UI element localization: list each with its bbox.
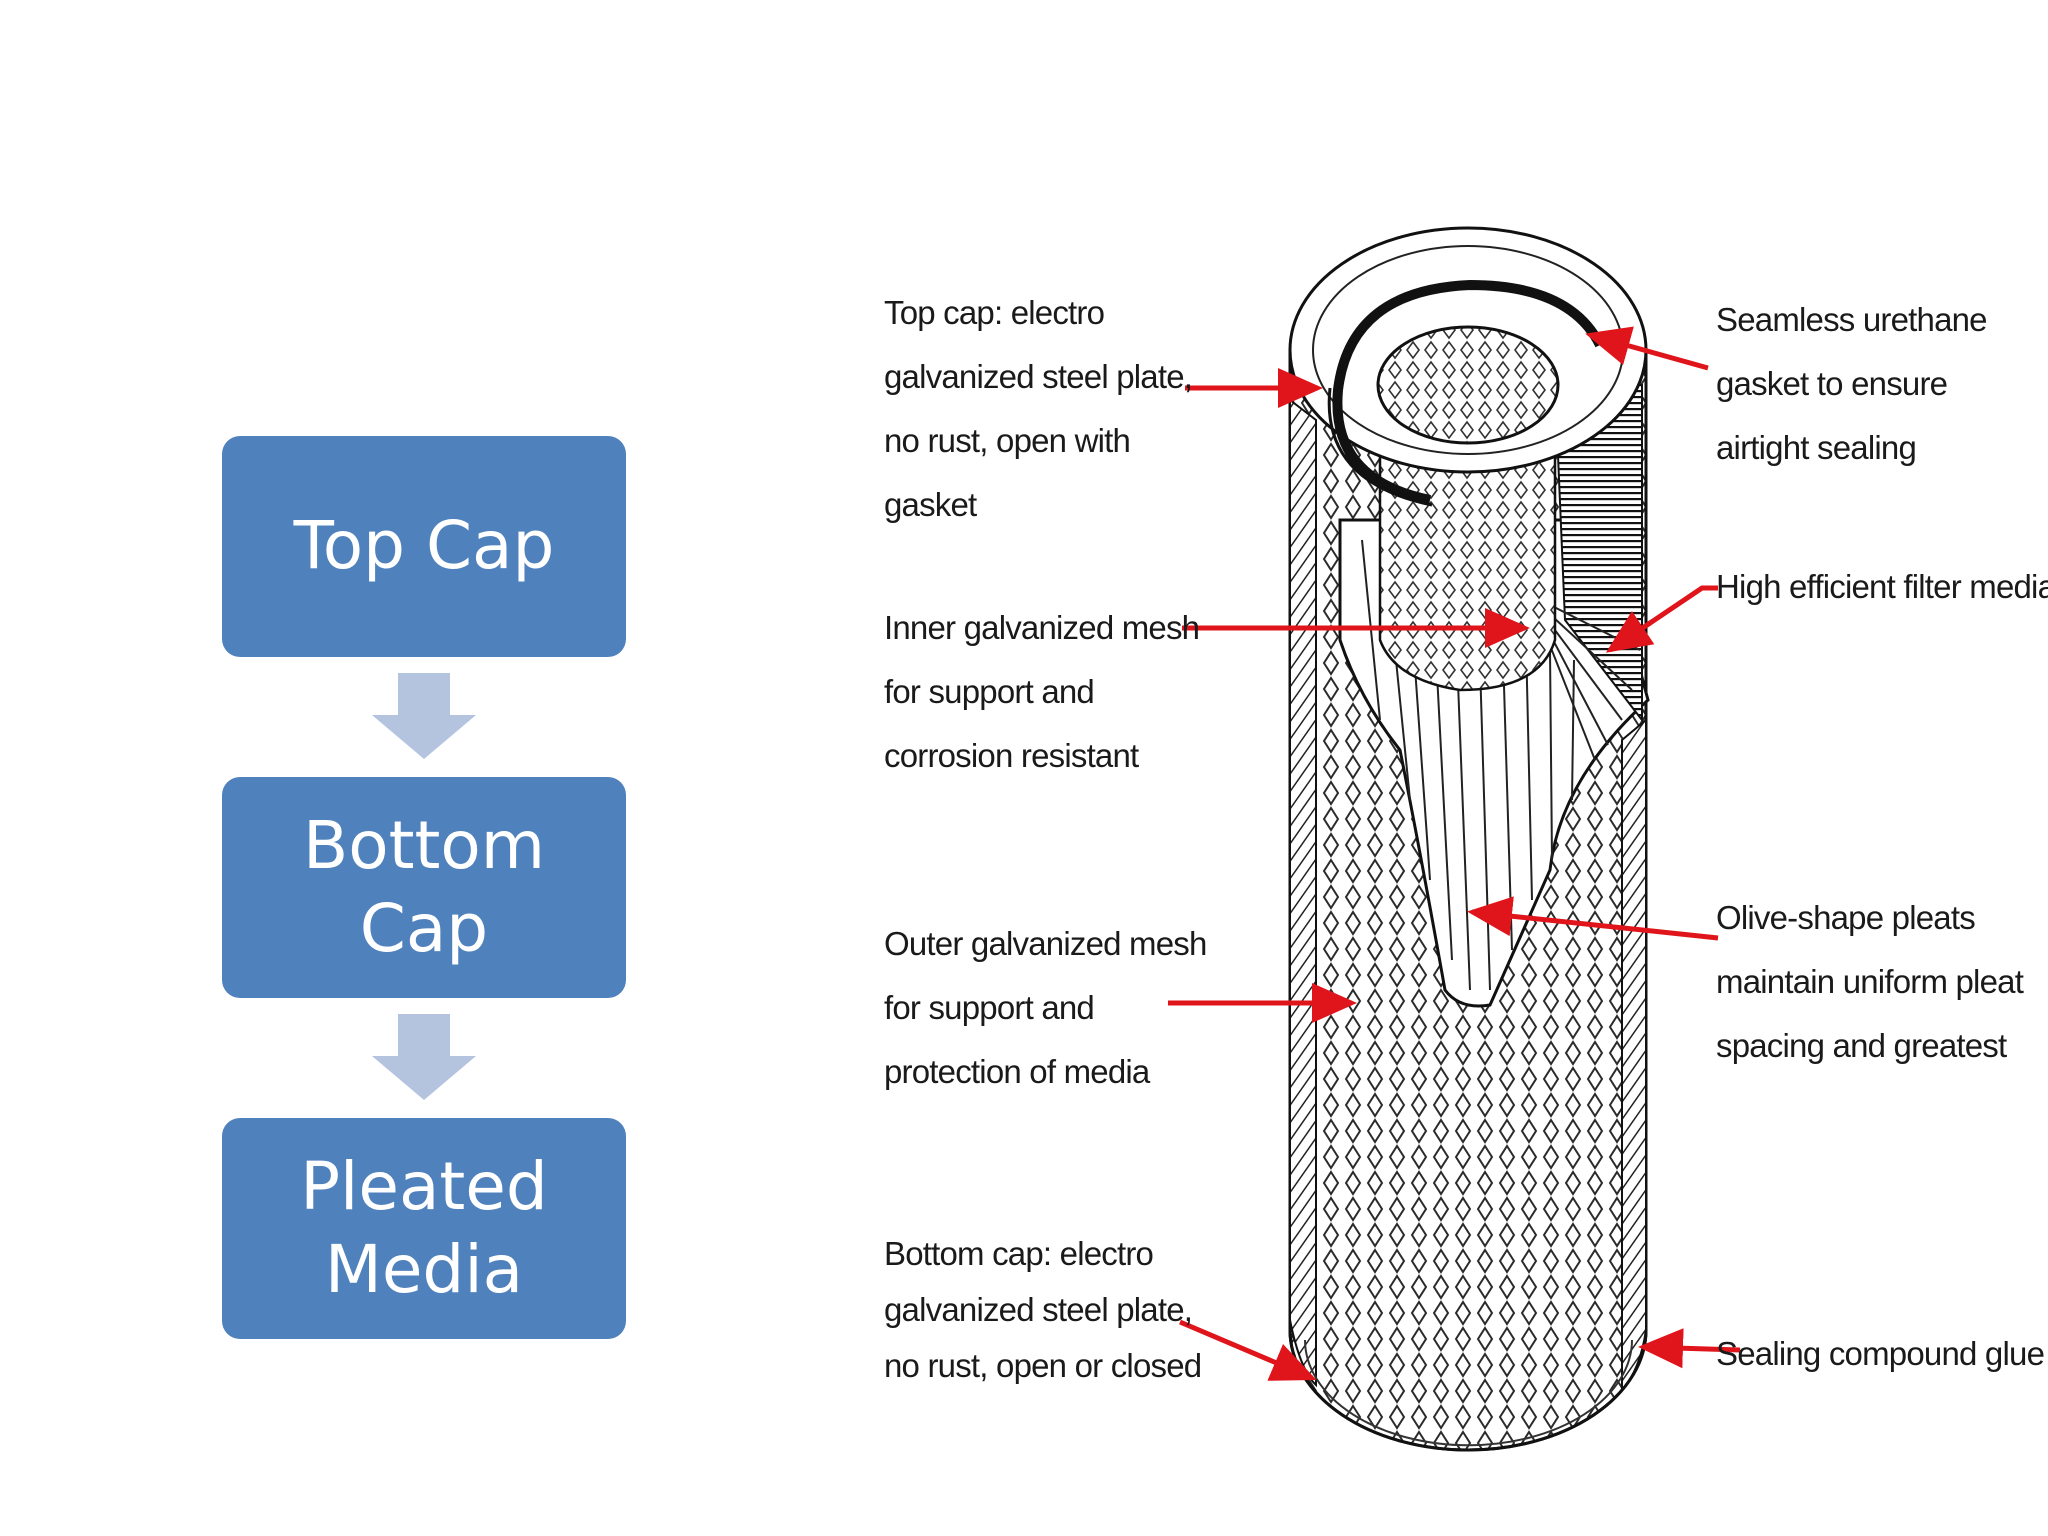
callout-line: corrosion resistant <box>884 737 1139 774</box>
flow-arrow-down-icon <box>372 673 476 759</box>
callout-line: for support and <box>884 989 1095 1026</box>
cartridge-body <box>1288 226 1650 1452</box>
callout-inner-mesh: Inner galvanized mesh for support and co… <box>884 596 1200 788</box>
callout-line: galvanized steel plate, <box>884 1291 1193 1328</box>
callout-line: High efficient filter media <box>1716 568 2048 605</box>
flow-step-pleated-media: Pleated Media <box>222 1118 626 1339</box>
callout-line: protection of media <box>884 1053 1150 1090</box>
callout-line: for support and <box>884 673 1095 710</box>
callout-line: Sealing compound glue <box>1716 1335 2045 1372</box>
callout-line: no rust, open with <box>884 422 1131 459</box>
callout-line: Olive-shape pleats <box>1716 899 1976 936</box>
callout-filter-media: High efficient filter media <box>1716 555 2048 619</box>
flow-step-label: Top Cap <box>293 507 555 585</box>
leader-arrow-bottom-cap <box>1179 1319 1317 1381</box>
callout-sealing-glue: Sealing compound glue <box>1716 1322 2045 1386</box>
callout-line: maintain uniform pleat <box>1716 963 2024 1000</box>
callout-line: Seamless urethane <box>1716 301 1988 338</box>
callout-top-cap: Top cap: electro galvanized steel plate,… <box>884 281 1193 537</box>
leader-arrow-filter-media <box>1605 585 1718 653</box>
leader-arrow-sealing <box>1638 1328 1741 1369</box>
callout-line: galvanized steel plate, <box>884 358 1193 395</box>
callout-line: gasket to ensure <box>1716 365 1948 402</box>
callout-pleats: Olive-shape pleats maintain uniform plea… <box>1716 886 2024 1078</box>
callout-line: gasket <box>884 486 977 523</box>
callout-line: no rust, open or closed <box>884 1347 1202 1384</box>
callout-outer-mesh: Outer galvanized mesh for support and pr… <box>884 912 1207 1104</box>
callout-line: Outer galvanized mesh <box>884 925 1207 962</box>
flow-step-top-cap: Top Cap <box>222 436 626 657</box>
flow-step-bottom-cap: Bottom Cap <box>222 777 626 998</box>
callout-line: Bottom cap: electro <box>884 1235 1154 1272</box>
leader-arrow-pleats <box>1467 896 1719 941</box>
callout-line: Top cap: electro <box>884 294 1105 331</box>
leader-arrow-gasket <box>1585 326 1709 371</box>
leader-arrows <box>1168 326 1741 1381</box>
callout-bottom-cap: Bottom cap: electro galvanized steel pla… <box>884 1226 1202 1394</box>
callout-gasket: Seamless urethane gasket to ensure airti… <box>1716 288 1988 480</box>
callout-line: spacing and greatest <box>1716 1027 2007 1064</box>
flow-arrow-down-icon <box>372 1014 476 1100</box>
flow-step-label: Bottom Cap <box>302 807 546 967</box>
flow-step-label: Pleated Media <box>300 1148 548 1308</box>
callout-line: Inner galvanized mesh <box>884 609 1200 646</box>
callout-line: airtight sealing <box>1716 429 1917 466</box>
